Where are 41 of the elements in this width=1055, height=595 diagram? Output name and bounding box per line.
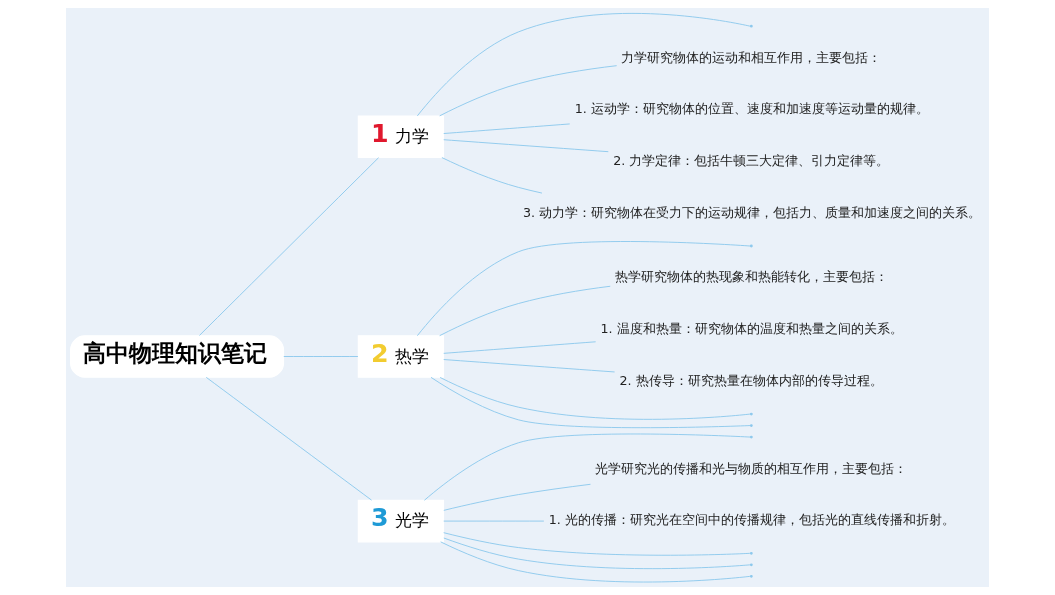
connector [439, 65, 618, 117]
connector [416, 241, 751, 337]
node-point [749, 563, 753, 567]
node-box: 2 热学 [357, 335, 445, 378]
node-text: 力学研究物体的运动和相互作用，主要包括： [621, 49, 882, 65]
node-point [749, 574, 753, 578]
node-text: 1. 光的传播：研究光在空间中的传播规律，包括光的直线传播和折射。 [548, 512, 955, 528]
connector [424, 433, 751, 501]
node-text: 1. 运动学：研究物体的位置、速度和加速度等运动量的规律。 [574, 101, 929, 117]
node-point [749, 424, 753, 427]
connector [443, 139, 609, 153]
node-point [749, 244, 753, 248]
node-text: 热学研究物体的热现象和热能转化，主要包括： [614, 269, 888, 285]
connector [443, 483, 591, 511]
node-box: 3 光学 [357, 499, 445, 543]
connector [439, 377, 751, 420]
connector [440, 541, 751, 583]
node-text: 3. 动力学：研究物体在受力下的运动规律，包括力、质量和加速度之间的关系。 [522, 205, 981, 221]
connector [441, 157, 543, 194]
connector [416, 13, 751, 117]
connector [443, 341, 597, 354]
node-point [749, 412, 753, 416]
connector [443, 537, 751, 570]
connector [443, 359, 616, 373]
node-text: 1. 温度和热量：研究物体的温度和热量之间的关系。 [600, 321, 903, 337]
connector [205, 376, 373, 501]
node-text: 2. 热传导：研究热量在物体内部的传导过程。 [619, 373, 883, 389]
connector [443, 520, 545, 522]
node-box: 1 力学 [357, 115, 445, 158]
connector [443, 123, 571, 134]
node-point [749, 24, 753, 28]
connector [443, 532, 751, 556]
connector [283, 356, 359, 357]
connector [430, 376, 751, 429]
connector [199, 157, 380, 336]
node-box: 高中物理知识笔记 [70, 335, 285, 378]
node-point [749, 551, 753, 555]
connector [439, 285, 611, 337]
node-point [749, 435, 753, 439]
node-text: 2. 力学定律：包括牛顿三大定律、引力定律等。 [613, 153, 890, 169]
node-text: 光学研究光的传播和光与物质的相互作用，主要包括： [595, 460, 908, 476]
